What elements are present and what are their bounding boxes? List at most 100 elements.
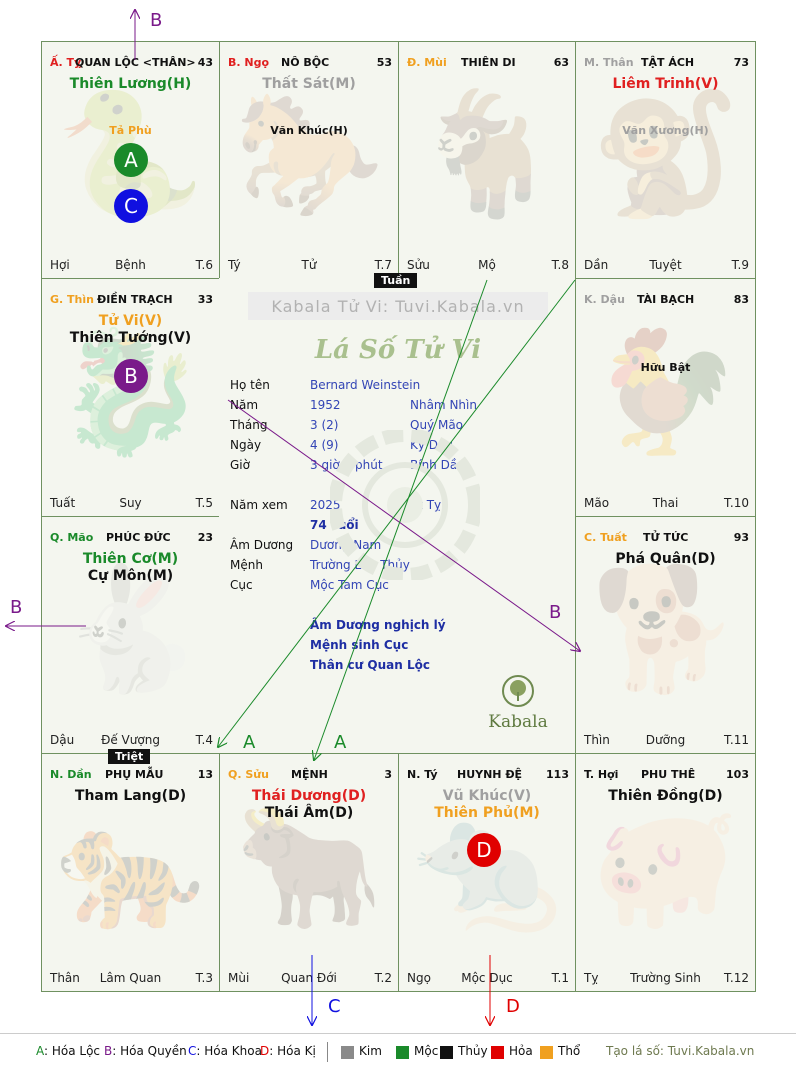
chart-title: Lá Số Tử Vi — [314, 335, 482, 365]
palace-branch: Mùi — [228, 971, 250, 985]
palace-month: T.4 — [195, 733, 213, 747]
element-label: Thủy — [458, 1044, 488, 1058]
palace-stem: B. Ngọ — [228, 56, 270, 69]
element-label: Thổ — [558, 1044, 581, 1058]
zodiac-animal-icon: 🐎 — [234, 85, 384, 225]
palace-branch: Hợi — [50, 258, 70, 272]
legend-key: D — [260, 1044, 270, 1058]
palace-age: 13 — [197, 768, 213, 781]
legend-item: B: Hóa Quyền — [104, 1044, 187, 1058]
palace-age: 63 — [553, 56, 569, 69]
site-link[interactable]: Tạo lá số: Tuvi.Kabala.vn — [606, 1044, 755, 1058]
legend-label: : Hóa Lộc — [44, 1044, 101, 1058]
minor-star: Văn Khúc(H) — [270, 124, 348, 137]
element-label: Hỏa — [509, 1044, 533, 1058]
palace-month: T.5 — [195, 496, 213, 510]
palace-stage: Trường Sinh — [630, 971, 701, 985]
palace-month: T.9 — [731, 258, 749, 272]
palace-stem: K. Dậu — [584, 293, 625, 306]
element-swatch — [440, 1046, 453, 1059]
hoa-marker-d: D — [467, 833, 501, 867]
palace-age: 103 — [726, 768, 749, 781]
arrow-label: D — [506, 996, 520, 1017]
hoa-marker-c: C — [114, 189, 148, 223]
palace-stem: Ấ. Tỵ — [50, 56, 82, 69]
palace-name: THIÊN DI — [461, 56, 516, 69]
palace-month: T.10 — [724, 496, 749, 510]
palace-stem: Đ. Mùi — [407, 56, 447, 69]
arrow-label: A — [334, 732, 347, 753]
palace-stage: Thai — [652, 496, 679, 510]
main-star: Thái Dương(D) — [251, 788, 367, 804]
main-star: Thiên Lương(H) — [69, 76, 192, 92]
tuan-tag: Tuần — [374, 273, 418, 288]
legend-label: : Hóa Khoa — [196, 1044, 262, 1058]
arrow-label: B — [549, 602, 562, 623]
main-star: Thất Sát(M) — [262, 76, 356, 92]
palace-branch: Sửu — [407, 258, 430, 272]
arrow-label: B — [150, 10, 163, 31]
palace-month: T.3 — [195, 971, 213, 985]
arrow-label: A — [243, 732, 256, 753]
main-star: Thiên Phủ(M) — [434, 805, 540, 821]
palace-stage: Suy — [119, 496, 142, 510]
palace-stem: M. Thân — [584, 56, 634, 69]
palace-stage: Mộc Dục — [461, 971, 513, 985]
palace-month: T.11 — [724, 733, 749, 747]
palace-age: 73 — [733, 56, 749, 69]
palace-stage: Bệnh — [115, 258, 146, 272]
palace-name: TỬ TỨC — [643, 531, 689, 544]
zodiac-animal-icon: 🐐 — [412, 85, 562, 225]
palace-age: 33 — [197, 293, 213, 306]
palace-branch: Tỵ — [584, 971, 599, 985]
main-star: Vũ Khúc(V) — [442, 788, 532, 804]
element-swatch — [491, 1046, 504, 1059]
palace-age: 113 — [546, 768, 569, 781]
palace-age: 23 — [197, 531, 213, 544]
zodiac-animal-icon: 🐇 — [55, 560, 206, 700]
palace-stem: Q. Mão — [50, 531, 94, 544]
hoa-marker-b: B — [114, 359, 148, 393]
info-note: Âm Dương nghịch lý — [310, 618, 446, 632]
palace-month: T.2 — [374, 971, 392, 985]
legend-label: : Hóa Kị — [269, 1044, 316, 1058]
palace-name: NÔ BỘC — [281, 56, 330, 69]
element-swatch — [341, 1046, 354, 1059]
legend-divider — [327, 1042, 328, 1062]
legend-key: B — [104, 1044, 113, 1058]
arrow-label: B — [10, 597, 23, 618]
palace-branch: Tuất — [50, 496, 76, 510]
bagua-watermark — [330, 430, 480, 580]
zodiac-animal-icon: 🐖 — [590, 797, 741, 937]
info-label: Mệnh — [230, 558, 263, 572]
palace-branch: Tý — [228, 258, 241, 272]
main-star: Phá Quân(D) — [615, 551, 716, 567]
palace-stage: Lâm Quan — [99, 971, 162, 985]
palace-name: QUAN LỘC <THÂN> — [75, 56, 196, 69]
palace-month: T.1 — [551, 971, 569, 985]
palace-name: PHU THÊ — [641, 768, 696, 781]
palace-age: 83 — [733, 293, 749, 306]
palace-stem: T. Hợi — [584, 768, 619, 781]
tree-icon — [502, 675, 534, 707]
palace-stage: Mộ — [478, 258, 496, 272]
zodiac-animal-icon: 🐂 — [234, 797, 384, 937]
info-label: Họ tên — [230, 378, 270, 392]
minor-star: Tả Phù — [109, 124, 152, 137]
palace-stage: Dưỡng — [645, 733, 686, 747]
legend-item: A: Hóa Lộc — [36, 1044, 100, 1058]
legend-key: C — [188, 1044, 197, 1058]
info-value: Bernard Weinstein — [310, 378, 421, 392]
palace-name: PHÚC ĐỨC — [106, 531, 171, 544]
